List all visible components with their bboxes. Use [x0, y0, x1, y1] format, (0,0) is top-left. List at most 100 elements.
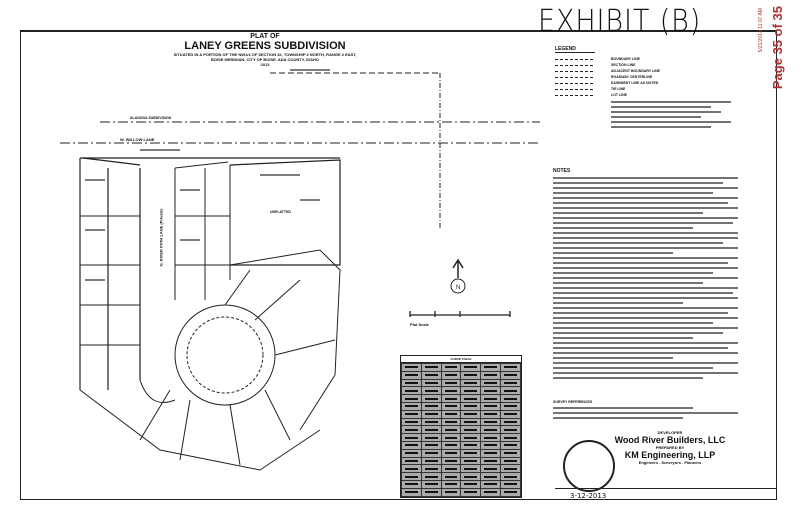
curve-table-row: [401, 386, 521, 396]
curve-table-cell: [500, 394, 521, 403]
curve-table-cell: [401, 440, 422, 450]
curve-table-cell: [401, 386, 422, 396]
curve-table-cell: [401, 378, 422, 388]
curve-table-cell: [460, 401, 482, 411]
curve-table-cell: [500, 440, 521, 450]
engineer-subtitle: Engineers . Surveyors . Planners: [638, 460, 702, 465]
curve-table-cell: [440, 409, 462, 419]
curve-table-cell: [480, 378, 502, 388]
notes-section: NOTES: [553, 168, 746, 382]
curve-table-cell: [500, 448, 521, 458]
curve-table-grid: [401, 363, 521, 497]
curve-table-cell: [420, 472, 442, 481]
curve-table-cell: [420, 394, 442, 403]
curve-table-cell: [460, 425, 482, 435]
curve-table-cell: [401, 409, 422, 419]
curve-table-cell: [420, 378, 442, 388]
curve-table-row: [401, 417, 521, 427]
curve-table-cell: [500, 433, 521, 442]
curve-table-cell: [500, 386, 521, 396]
curve-table-cell: [440, 448, 462, 458]
curve-table-cell: [500, 417, 521, 427]
curve-table-cell: [460, 440, 482, 450]
curve-table-cell: [500, 487, 521, 497]
curve-table-row: [401, 479, 521, 489]
curve-table-cell: [480, 401, 502, 411]
curve-table-cell: [460, 386, 482, 396]
curve-table-cell: [500, 472, 521, 481]
curve-table-row: [401, 440, 521, 450]
legend-item: BOUNDARY LINE: [555, 56, 745, 62]
curve-table-cell: [420, 456, 442, 466]
curve-table-cell: [500, 425, 521, 435]
curve-table-row: [401, 472, 521, 481]
curve-table-row: [401, 363, 521, 372]
curve-table-row: [401, 487, 521, 497]
curve-table-cell: [440, 378, 462, 388]
curve-table-cell: [440, 440, 462, 450]
curve-table-row: [401, 464, 521, 474]
curve-table-cell: [420, 487, 442, 497]
curve-table-cell: [500, 456, 521, 466]
plat-title-block: PLAT OF LANEY GREENS SUBDIVISION SITUATE…: [170, 33, 360, 67]
curve-table-cell: [420, 370, 442, 380]
curve-table-cell: [440, 487, 462, 497]
curve-table-cell: [401, 433, 422, 442]
curve-table-cell: [480, 464, 502, 474]
curve-table-row: [401, 370, 521, 380]
curve-table-cell: [460, 448, 482, 458]
curve-table-cell: [401, 401, 422, 411]
curve-table-cell: [440, 417, 462, 427]
curve-table-cell: [480, 386, 502, 396]
curve-table-cell: [440, 370, 462, 380]
survey-references: SURVEY REFERENCES: [553, 400, 743, 422]
exhibit-label: EXHIBIT (B): [538, 4, 702, 39]
legend-item: LOT LINE: [555, 92, 745, 98]
curve-table-cell: [480, 433, 502, 442]
curve-table-cell: [401, 448, 422, 458]
curve-table-cell: [440, 386, 462, 396]
unplatted-label: UNPLATTED: [270, 210, 291, 214]
street-river-path-lane: N. RIVER PATH LANE (Private): [158, 208, 164, 267]
curve-table-cell: [460, 433, 482, 442]
curve-table-row: [401, 448, 521, 458]
curve-table-cell: [460, 370, 482, 380]
curve-table-cell: [460, 363, 482, 372]
curve-table-cell: [480, 425, 502, 435]
curve-table-cell: [480, 394, 502, 403]
references-heading: SURVEY REFERENCES: [553, 400, 593, 404]
curve-table-cell: [401, 464, 422, 474]
curve-table-cell: [480, 472, 502, 481]
curve-table-cell: [440, 401, 462, 411]
curve-table-cell: [480, 479, 502, 489]
legend-heading: LEGEND: [555, 46, 595, 53]
curve-table-row: [401, 456, 521, 466]
curve-table-cell: [500, 464, 521, 474]
curve-table-cell: [440, 479, 462, 489]
curve-table-row: [401, 378, 521, 388]
curve-table-row: [401, 409, 521, 419]
seal-date: 3-12-2013: [570, 492, 607, 500]
curve-table-cell: [500, 363, 521, 372]
engineer-name: KM Engineering, LLP: [624, 450, 716, 460]
curve-table-row: [401, 433, 521, 442]
north-label: N: [456, 285, 460, 291]
street-willow-lane: W. WILLOW LANE: [120, 137, 155, 142]
curve-table-cell: [420, 363, 442, 372]
title-subdivision: LANEY GREENS SUBDIVISION: [184, 40, 346, 52]
curve-table-cell: [480, 370, 502, 380]
sheet-info-strip: [555, 488, 777, 501]
curve-table-cell: [460, 472, 482, 481]
curve-table-cell: [440, 456, 462, 466]
curve-table-cell: [401, 456, 422, 466]
title-line1: PLAT OF: [250, 33, 280, 40]
developer-block: DEVELOPER Wood River Builders, LLC PREPA…: [600, 430, 740, 465]
drawing-frame: [20, 30, 777, 500]
plat-scale-label: Plat Scale: [410, 322, 429, 327]
curve-table-cell: [401, 417, 422, 427]
curve-table-cell: [420, 401, 442, 411]
curve-table-cell: [460, 487, 482, 497]
curve-table-cell: [480, 440, 502, 450]
legend-item: EASEMENT LINE AS NOTED: [555, 80, 745, 86]
